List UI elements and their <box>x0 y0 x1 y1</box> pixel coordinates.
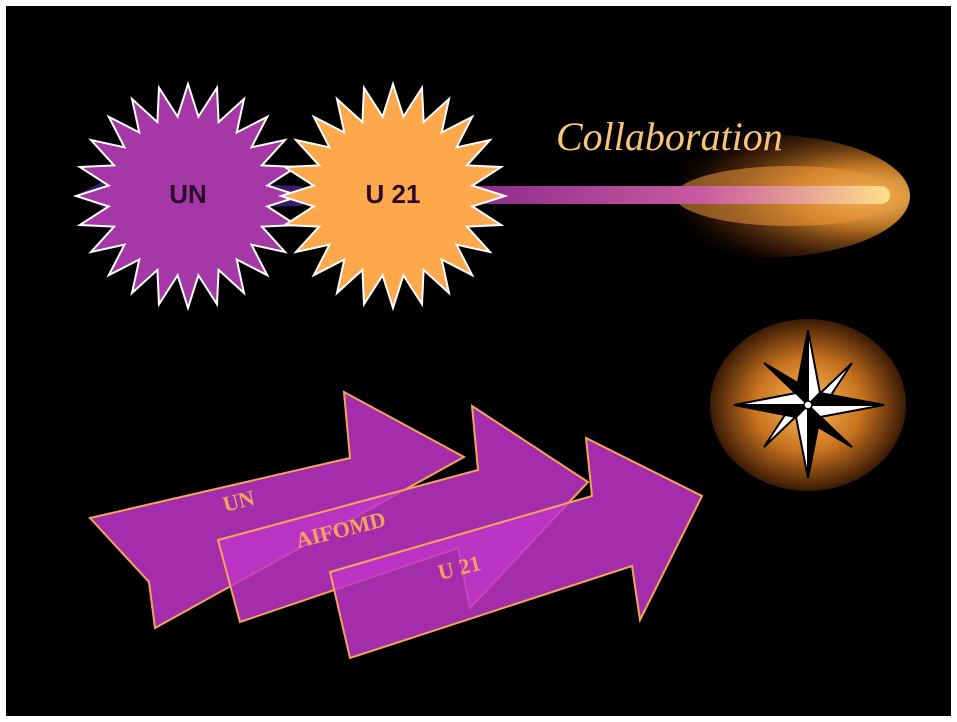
burst-u21-shape <box>277 80 509 312</box>
burst-u21: U 21 <box>277 80 509 312</box>
arrow-u21: U 21 <box>328 436 704 660</box>
arrow-un: UN <box>88 390 467 630</box>
slide-title: Collaboration <box>556 114 783 159</box>
burst-un: UN <box>72 80 304 312</box>
burst-u21-label: U 21 <box>366 179 421 209</box>
compass-orb <box>710 319 906 491</box>
compass-rose-icon <box>733 329 885 479</box>
comet-trail <box>470 134 910 258</box>
burst-un-label: UN <box>169 179 207 209</box>
burst-un-shape <box>72 80 304 312</box>
